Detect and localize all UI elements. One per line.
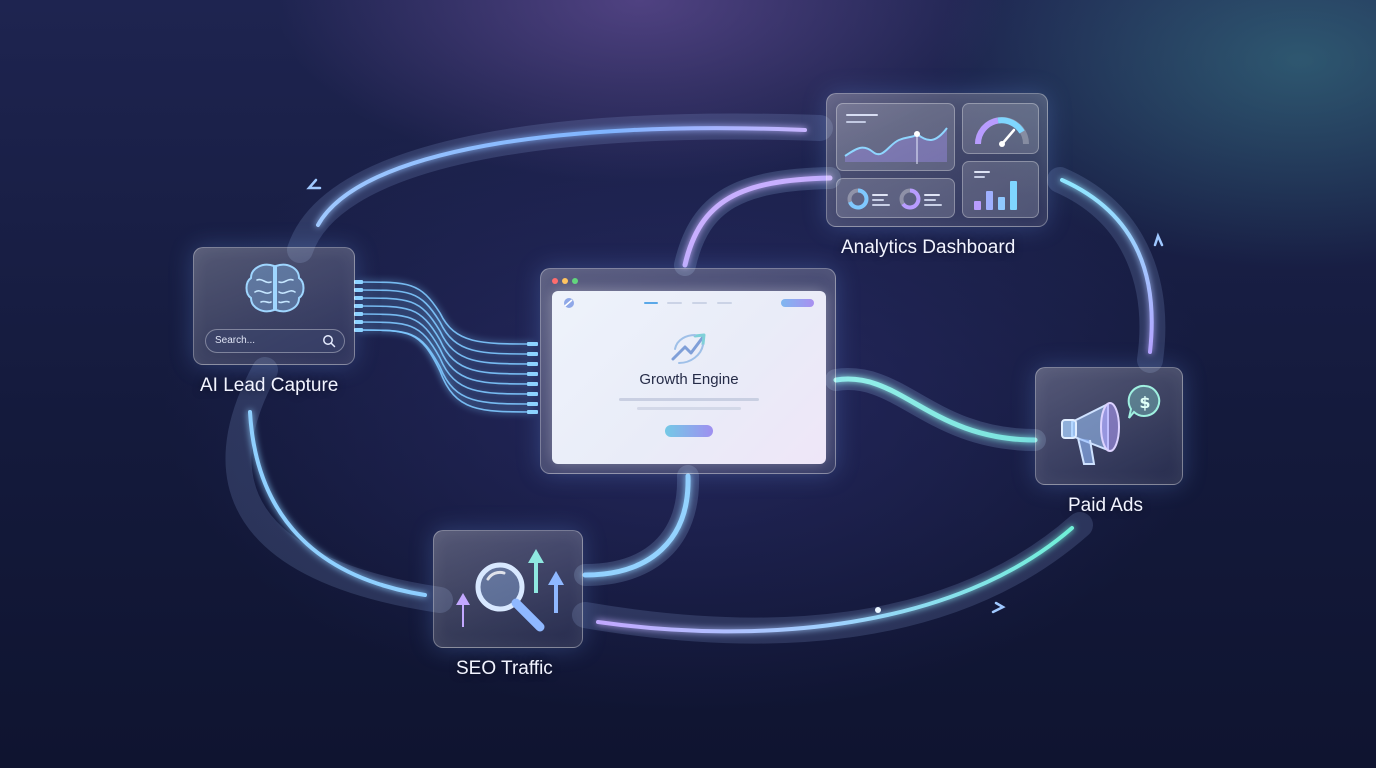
- data-fiber: [357, 281, 535, 345]
- fiber-connector: [527, 402, 538, 406]
- search-placeholder: Search...: [215, 335, 256, 346]
- search-icon[interactable]: [322, 334, 336, 348]
- up-arrow-icon: [456, 549, 564, 627]
- app-logo-icon: [564, 298, 574, 308]
- fiber-connector: [527, 342, 538, 346]
- data-fiber: [357, 329, 535, 413]
- growth-arrow-icon: [671, 333, 706, 364]
- growth-engine-window[interactable]: Growth Engine: [540, 268, 836, 474]
- data-fiber: [357, 321, 535, 395]
- growth-engine-screen: Growth Engine: [552, 291, 826, 464]
- seo-traffic-card[interactable]: [433, 530, 583, 648]
- line-chart-icon: [844, 127, 948, 164]
- megaphone-icon: [1061, 402, 1120, 465]
- fiber-connector: [527, 362, 538, 366]
- text-line: [637, 407, 741, 410]
- fiber-connector: [527, 372, 538, 376]
- magnifier-icon: [456, 549, 564, 632]
- fiber-connector: [527, 382, 538, 386]
- search-input[interactable]: Search...: [205, 329, 345, 353]
- nav-item[interactable]: [667, 302, 682, 304]
- fiber-connector: [354, 320, 363, 324]
- data-fiber: [357, 305, 535, 375]
- paid-ads-card[interactable]: $: [1035, 367, 1183, 485]
- cta-button[interactable]: [665, 425, 713, 437]
- ai-lead-capture-label: AI Lead Capture: [200, 375, 339, 396]
- window-close-dot[interactable]: [552, 278, 558, 284]
- gauge-icon: [975, 117, 1029, 147]
- fiber-connector: [527, 352, 538, 356]
- analytics-dashboard-card[interactable]: [826, 93, 1048, 227]
- data-fiber: [357, 313, 535, 385]
- paid-ads-label: Paid Ads: [1068, 495, 1143, 516]
- text-line: [619, 398, 759, 401]
- fiber-connector: [354, 280, 363, 284]
- brain-icon: [245, 263, 305, 313]
- nav-item[interactable]: [692, 302, 707, 304]
- line-chart-panel[interactable]: [836, 103, 955, 171]
- growth-engine-title: Growth Engine: [639, 371, 739, 388]
- fiber-connector: [527, 392, 538, 396]
- dollar-bubble-icon: $: [1127, 384, 1161, 419]
- data-fiber: [357, 297, 535, 365]
- ai-lead-capture-card[interactable]: Search...: [193, 247, 355, 365]
- nav-item-active[interactable]: [644, 302, 658, 304]
- nav-item[interactable]: [717, 302, 732, 304]
- fiber-connector: [527, 410, 538, 414]
- gauge-panel[interactable]: [962, 103, 1039, 154]
- fiber-connector: [354, 288, 363, 292]
- seo-traffic-label: SEO Traffic: [456, 658, 553, 679]
- analytics-dashboard-label: Analytics Dashboard: [841, 237, 1016, 258]
- donut-icon: [847, 188, 942, 210]
- svg-text:$: $: [1139, 393, 1150, 412]
- panel-subtitle-line: [846, 121, 866, 123]
- fiber-connector: [354, 296, 363, 300]
- bar-chart-icon: [974, 171, 1017, 210]
- fiber-connector: [354, 304, 363, 308]
- donut-panel[interactable]: [836, 178, 955, 218]
- panel-title-line: [846, 114, 878, 116]
- window-maximize-dot[interactable]: [572, 278, 578, 284]
- data-fiber: [357, 289, 535, 355]
- window-minimize-dot[interactable]: [562, 278, 568, 284]
- fiber-connector: [354, 328, 363, 332]
- bar-chart-panel[interactable]: [962, 161, 1039, 218]
- header-button[interactable]: [781, 299, 814, 307]
- fiber-connector: [354, 312, 363, 316]
